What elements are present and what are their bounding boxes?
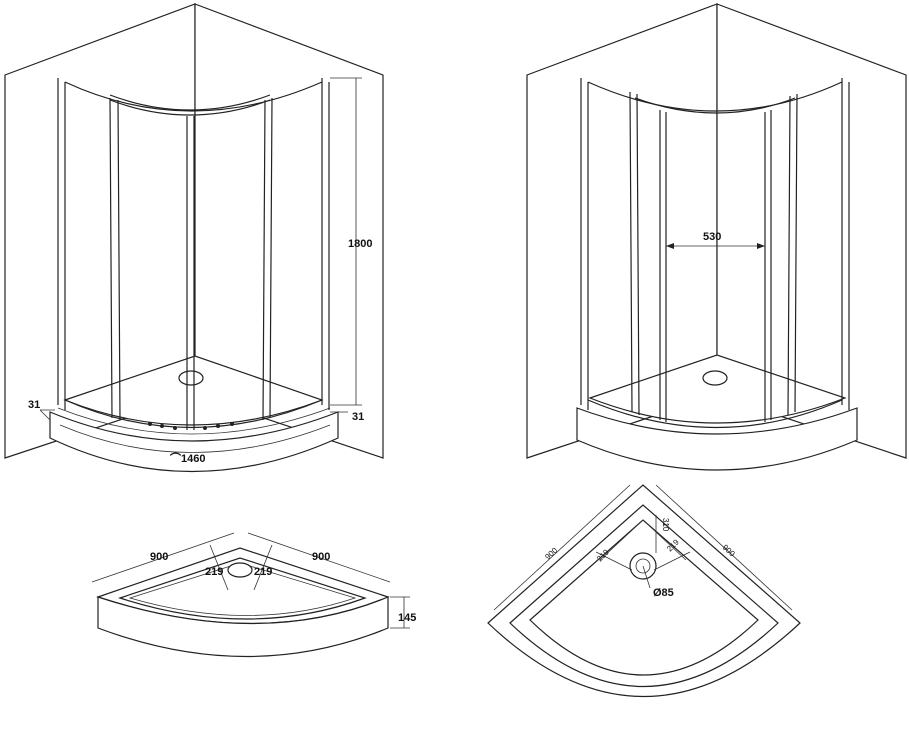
tray-inner-rim [509, 504, 779, 687]
right-wall [716, 3, 907, 459]
tray-perspective-view: 900 900 219 219 145 [91, 532, 416, 658]
drain-inner [635, 558, 651, 574]
enclosure-closed-view: 1800 31 31 ⌒1460 [4, 3, 384, 473]
tray-inner [118, 557, 367, 620]
left-edge-dimension: 900 [543, 545, 559, 561]
vertical-offset-dimension: 310 [661, 518, 670, 532]
drain-hole [227, 562, 253, 578]
top-rail [64, 81, 323, 112]
right-side-dimension: 31 [352, 411, 364, 423]
height-dimension: 1800 [348, 238, 372, 250]
tray-outer [487, 484, 801, 698]
tray-plan-view: 900 900 310 219 219 Ø85 [487, 484, 801, 698]
tray-height-dimension: 145 [398, 612, 416, 624]
tray-base [49, 411, 339, 473]
enclosure-open-view: 530 [526, 3, 907, 471]
drain-hole [178, 370, 204, 386]
drain-diameter-dimension: Ø85 [653, 587, 674, 599]
left-post [57, 78, 66, 410]
tray-top [588, 354, 847, 424]
right-edge-dimension: 900 [312, 551, 330, 563]
drain-left-dimension: 219 [205, 566, 223, 578]
drain-hole [702, 370, 728, 386]
door-opening-dimension: 530 [703, 231, 721, 243]
right-wall [194, 3, 384, 459]
drain-right-dimension: 219 [254, 566, 272, 578]
door-rollers [148, 422, 234, 430]
left-side-dimension: 31 [28, 399, 40, 411]
tray-base [576, 407, 858, 471]
arc-width-dimension: ⌒1460 [169, 451, 205, 465]
right-post [321, 78, 330, 410]
bottom-rail [64, 399, 323, 429]
left-edge-dimension: 900 [150, 551, 168, 563]
